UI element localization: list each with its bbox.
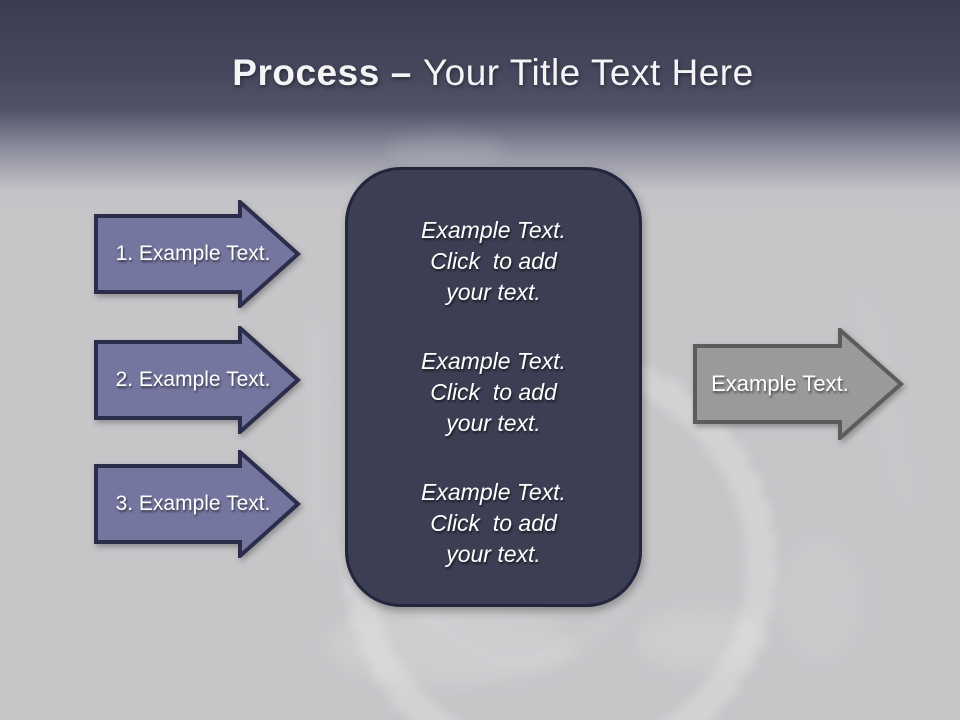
step-arrow-1[interactable]: 1. Example Text. [94,200,302,308]
title-separator: – [390,51,412,93]
placeholder-line: Example Text. [421,479,566,505]
placeholder-line: Click to add [430,510,557,536]
placeholder-text-block-3[interactable]: Example Text. Click to add your text. [348,477,639,570]
step-arrow-3-shape [94,450,301,558]
output-arrow-label: Example Text. [711,371,849,396]
step-arrow-3[interactable]: 3. Example Text. [94,450,302,558]
center-text-box[interactable]: Example Text. Click to add your text. Ex… [345,167,642,607]
step-arrow-2[interactable]: 2. Example Text. [94,326,302,434]
step-arrow-2-label: 2. Example Text. [115,368,271,391]
step-arrow-2-shape [94,326,301,434]
slide-title[interactable]: Process–Your Title Text Here [232,52,753,94]
placeholder-line: your text. [446,541,541,567]
placeholder-line: Click to add [430,379,557,405]
placeholder-text-block-1[interactable]: Example Text. Click to add your text. [348,215,639,308]
output-arrow-shape [693,328,905,440]
placeholder-text-block-2[interactable]: Example Text. Click to add your text. [348,346,639,439]
placeholder-line: Click to add [430,248,557,274]
title-text: Your Title Text Here [422,51,754,93]
placeholder-line: Example Text. [421,217,566,243]
title-emphasis: Process [232,51,380,93]
step-arrow-3-label: 3. Example Text. [115,492,271,515]
placeholder-line: your text. [446,410,541,436]
step-arrow-1-shape [94,200,301,308]
slide-header: Process–Your Title Text Here [0,0,960,145]
placeholder-line: your text. [446,279,541,305]
placeholder-line: Example Text. [421,348,566,374]
output-arrow[interactable]: Example Text. [693,328,905,440]
step-arrow-1-label: 1. Example Text. [115,242,271,265]
